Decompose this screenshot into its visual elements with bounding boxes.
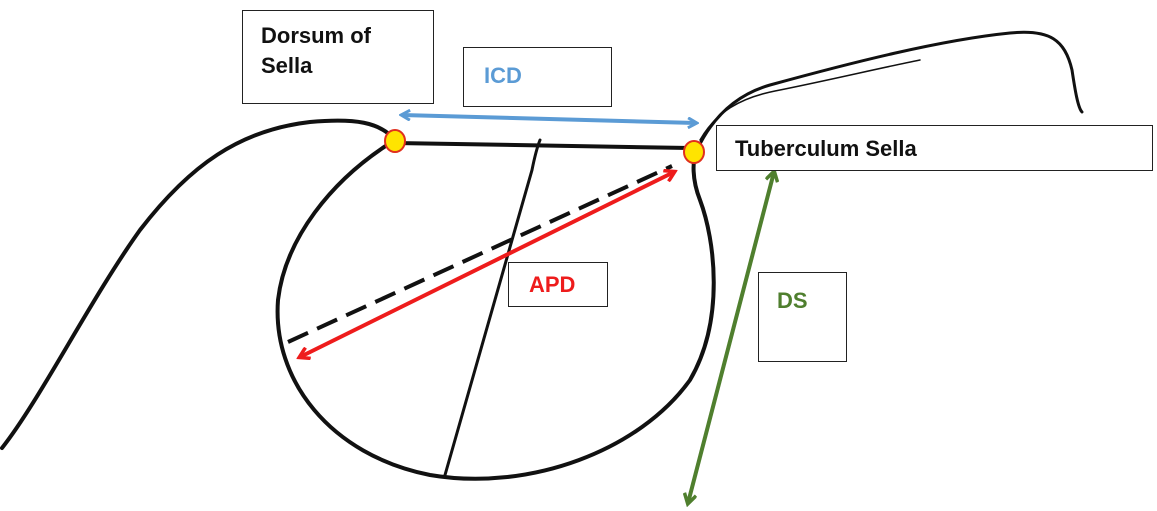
depth-line <box>443 138 542 477</box>
icd-label-text: ICD <box>484 63 522 88</box>
tuberculum-label-text: Tuberculum Sella <box>735 136 917 161</box>
apd-label: APD <box>508 262 608 307</box>
ds-label-text: DS <box>777 288 808 313</box>
interclinoid-line <box>393 141 692 150</box>
dorsum-outline <box>0 118 397 450</box>
sella-fossa-outline <box>275 138 716 481</box>
dorsum-landmark <box>384 129 406 153</box>
ds-label: DS <box>758 272 847 362</box>
planum-outline <box>695 30 1084 152</box>
apd-label-text: APD <box>529 272 576 297</box>
dorsum-of-sella-label: Dorsum of Sella <box>242 10 434 104</box>
icd-arrow <box>402 115 696 123</box>
apd-arrow <box>300 172 674 357</box>
dorsum-label-line2: Sella <box>261 53 313 78</box>
tuberculum-sella-label: Tuberculum Sella <box>716 125 1153 171</box>
dashed-diameter-line <box>287 164 673 344</box>
tuberculum-landmark <box>683 140 705 164</box>
planum-inner-outline <box>699 59 921 141</box>
dorsum-label-line1: Dorsum of <box>261 23 371 48</box>
icd-label: ICD <box>463 47 612 107</box>
ds-arrow <box>688 172 774 503</box>
